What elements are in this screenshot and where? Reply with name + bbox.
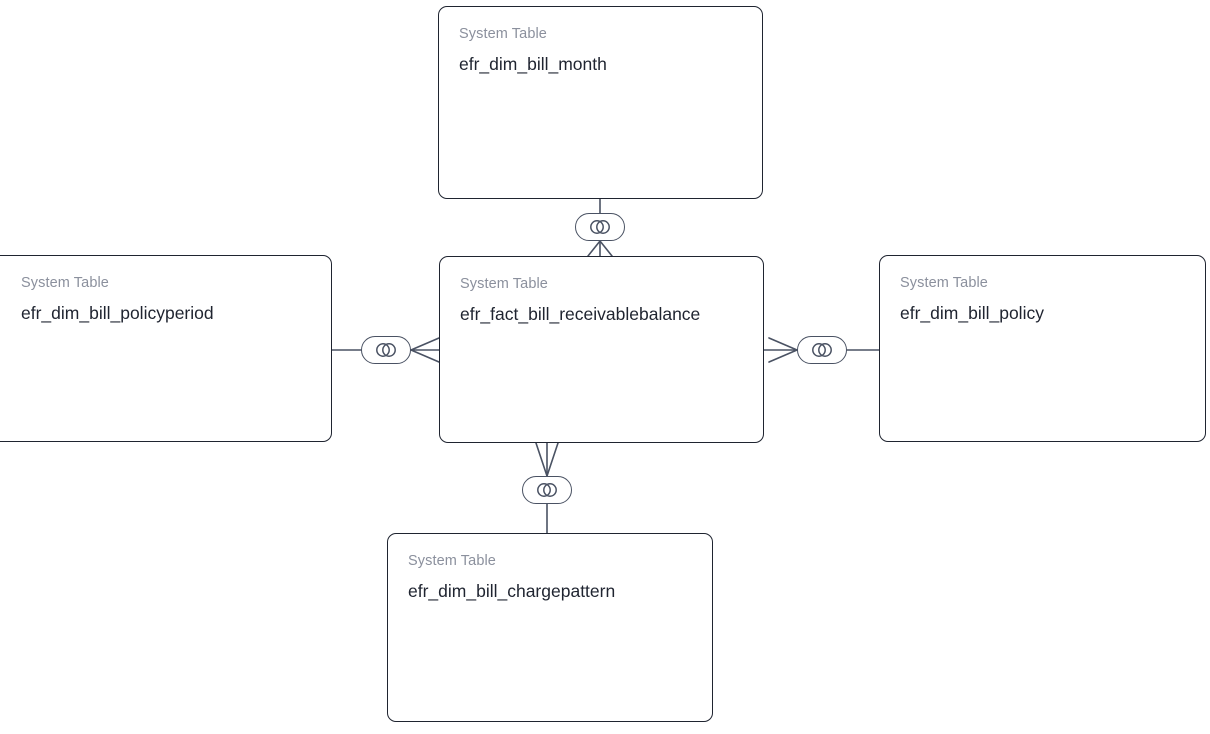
node-kind-label: System Table [21,275,109,291]
relationship-badge-right[interactable] [797,336,847,364]
node-title: efr_dim_bill_policy [900,303,1044,323]
node-kind-label: System Table [459,26,547,42]
relationship-badge-left[interactable] [361,336,411,364]
two-overlapping-rings-icon [809,342,835,358]
node-title: efr_dim_bill_chargepattern [408,581,616,601]
two-overlapping-rings-icon [373,342,399,358]
node-kind-label: System Table [408,553,496,569]
crowsfoot-right [768,337,798,363]
crowsfoot-bottom [535,442,559,477]
table-node-efr_dim_bill_month[interactable]: System Table efr_dim_bill_month [438,6,763,199]
node-kind-label: System Table [900,275,988,291]
crowsfoot-top [587,240,613,257]
node-title: efr_dim_bill_month [459,54,607,74]
table-node-efr_dim_bill_policyperiod[interactable]: System Table efr_dim_bill_policyperiod [0,255,332,442]
two-overlapping-rings-icon [587,219,613,235]
relationship-badge-bottom[interactable] [522,476,572,504]
table-node-efr_dim_bill_chargepattern[interactable]: System Table efr_dim_bill_chargepattern [387,533,713,722]
node-title: efr_dim_bill_policyperiod [21,303,214,323]
table-node-efr_dim_bill_policy[interactable]: System Table efr_dim_bill_policy [879,255,1206,442]
two-overlapping-rings-icon [534,482,560,498]
node-title: efr_fact_bill_receivablebalance [460,304,701,324]
crowsfoot-left [410,337,440,363]
node-kind-label: System Table [460,276,548,292]
table-node-efr_fact_bill_receivablebalance[interactable]: System Table efr_fact_bill_receivablebal… [439,256,764,443]
relationship-badge-top[interactable] [575,213,625,241]
